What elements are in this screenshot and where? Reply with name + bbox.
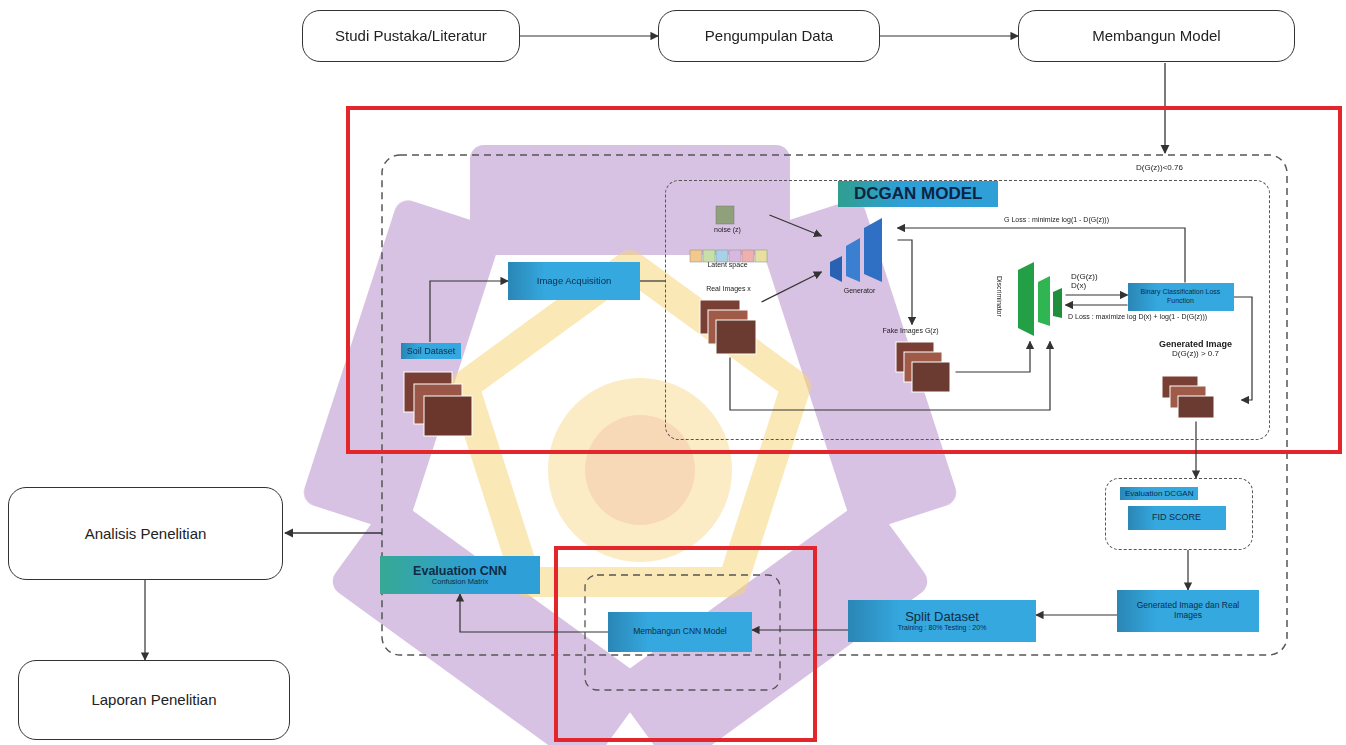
node-title: Generator	[844, 287, 876, 295]
latent-cell	[755, 250, 767, 262]
metric-box: FID SCORE	[1128, 506, 1226, 530]
node-title: Evaluation DCGAN	[1120, 487, 1198, 500]
node-title: Image Acquisition	[537, 276, 611, 287]
flow-arrow	[898, 228, 1186, 283]
node-title: DCGAN MODEL	[838, 181, 998, 207]
image-stack: Fake Images G(z)	[866, 325, 956, 395]
node-title: Binary Classification Loss Function	[1133, 288, 1229, 304]
evaluation-box: Evaluation CNNConfusion Matrix	[380, 556, 540, 594]
node-subtitle: Latent space	[707, 261, 747, 269]
node-title: Laporan Penelitian	[91, 691, 216, 708]
node-title: noise (z)	[714, 226, 741, 234]
latent-cell	[729, 250, 741, 262]
process-box: Split DatasetTraining : 80% Testing : 20…	[848, 600, 1036, 642]
process-box: Image Acquisition	[508, 262, 640, 300]
image-thumb	[716, 320, 756, 354]
flow-arrow	[285, 532, 382, 533]
flow-arrow	[1187, 550, 1188, 590]
node-title: Split Dataset	[905, 610, 979, 625]
node-subtitle: Confusion Matrix	[432, 578, 488, 587]
flow-arrow	[430, 281, 508, 342]
process-box: Membangun Model	[1018, 10, 1295, 62]
node-title: Membangun CNN Model	[633, 627, 727, 637]
node-title: FID SCORE	[1152, 512, 1201, 522]
edge-label: D Loss : maximize log D(x) + log(1 - D(G…	[1068, 313, 1207, 321]
edge-label: G Loss : minimize log(1 - D(G(z)))	[1004, 216, 1109, 224]
process-box: Analisis Penelitian	[8, 487, 283, 580]
generator-layer	[864, 218, 882, 282]
latent-cell	[690, 250, 702, 262]
flow-arrow	[1036, 614, 1117, 615]
image-stack: Real Images x	[696, 284, 762, 358]
generator-network: Generator	[822, 210, 898, 296]
flow-arrow	[1066, 304, 1128, 305]
node-title: Generated Image dan Real Images	[1122, 601, 1254, 621]
node-title: Membangun Model	[1092, 27, 1220, 44]
discriminator-layer	[1038, 276, 1050, 326]
discriminator-layer	[1053, 288, 1062, 318]
flow-arrow	[956, 342, 1031, 373]
image-stack: Generated ImageD(G(z)) > 0.7	[1150, 338, 1242, 422]
flow-arrow	[752, 629, 848, 630]
noise-square	[716, 206, 734, 224]
highlight-frame	[556, 548, 815, 740]
node-title: Studi Pustaka/Literatur	[335, 27, 487, 44]
node-title: Evaluation CNN	[413, 564, 507, 578]
generator-layer	[830, 256, 842, 282]
process-box: Membangun CNN Model	[608, 612, 752, 652]
flow-arrow	[1195, 422, 1196, 479]
flow-arrow	[898, 240, 913, 325]
latent-cell	[742, 250, 754, 262]
evaluation-region: Evaluation DCGAN FID SCORE	[1105, 478, 1253, 550]
latent-input: noise (z) Latent space	[686, 204, 770, 276]
flow-arrow	[1234, 297, 1253, 400]
cnn-frame	[585, 575, 780, 690]
node-subtitle: D(G(z)) > 0.7	[1172, 349, 1219, 358]
node-title: Fake Images G(z)	[882, 327, 938, 335]
flow-arrow	[770, 215, 822, 236]
flow-arrow	[762, 272, 822, 302]
watermark-shape	[464, 265, 796, 582]
node-title: Analisis Penelitian	[85, 525, 207, 542]
node-title: Pengumpulan Data	[705, 27, 833, 44]
image-thumb	[1178, 396, 1214, 418]
flow-arrow	[1066, 294, 1128, 295]
watermark-shape	[470, 145, 790, 255]
watermark-shape	[548, 378, 732, 562]
flow-arrow	[460, 594, 608, 632]
node-subtitle: Training : 80% Testing : 20%	[898, 624, 987, 632]
discriminator-layer	[1018, 262, 1034, 336]
loss-box: Binary Classification Loss Function	[1128, 283, 1234, 311]
flow-arrow	[144, 580, 145, 660]
node-title: Generated Image	[1159, 339, 1232, 349]
flow-arrow	[520, 35, 658, 36]
edge-label: D(G(z)) D(x)	[1071, 273, 1111, 291]
process-box: Laporan Penelitian	[18, 660, 290, 740]
dataset-stack: Soil Dataset	[385, 342, 477, 438]
flow-arrow	[880, 35, 1018, 36]
image-thumb	[912, 362, 950, 392]
flow-arrow	[730, 342, 1050, 411]
node-title: Discriminator	[995, 276, 1003, 317]
node-title: Soil Dataset	[401, 343, 462, 359]
discriminator-network: Discriminator	[992, 252, 1066, 342]
latent-cell	[703, 250, 715, 262]
model-region: DCGAN MODEL noise (z) Latent spaceReal Ima…	[665, 180, 1270, 440]
node-title: Real Images x	[706, 285, 751, 293]
condition-note: D(G(z))<0.76	[1136, 164, 1183, 173]
highlight-frame	[348, 108, 1340, 452]
process-box: Pengumpulan Data	[658, 10, 880, 62]
generator-layer	[846, 238, 860, 282]
image-thumb	[424, 396, 472, 436]
process-box: Generated Image dan Real Images	[1117, 590, 1259, 632]
watermark-shape	[585, 415, 695, 525]
latent-cell	[716, 250, 728, 262]
process-box: Studi Pustaka/Literatur	[302, 10, 520, 62]
flow-arrow	[640, 280, 665, 281]
